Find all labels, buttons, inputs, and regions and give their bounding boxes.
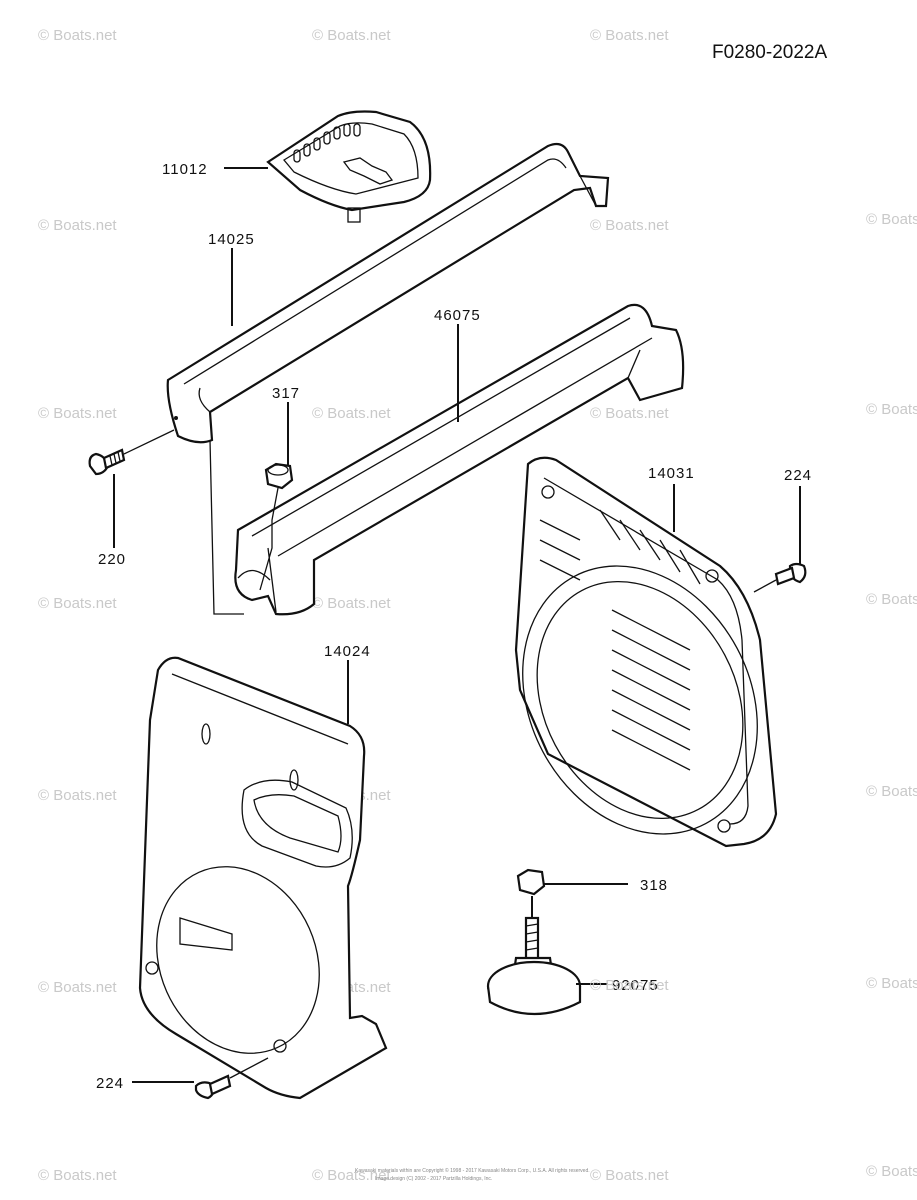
leader-lines [113,167,801,1083]
part-label-14025: 14025 [208,231,255,248]
watermark: © Boats.net [866,401,917,418]
watermark: © Boats.net [312,27,391,44]
watermark: © Boats.net [38,595,117,612]
part-220-bolt [88,448,126,476]
part-label-92075: 92075 [612,977,659,994]
watermark: © Boats.net [38,405,117,422]
part-label-11012: 11012 [162,161,208,178]
watermark: © Boats.net [590,217,669,234]
part-224-screw-lower [194,1074,232,1100]
watermark: © Boats.net [38,27,117,44]
watermark: © Boats.net [38,979,117,996]
part-label-318: 318 [640,877,668,894]
part-label-224-lower: 224 [96,1075,124,1092]
watermark: © Boats.net [866,1163,917,1180]
part-318-nut [516,868,546,896]
watermark-layer: © Boats.net © Boats.net © Boats.net © Bo… [38,27,917,1184]
part-14025-bracket [166,142,610,444]
part-92075-mount [486,916,582,1016]
watermark: © Boats.net [590,27,669,44]
part-14024-cover [138,656,388,1100]
part-label-14024: 14024 [324,643,371,660]
watermark: © Boats.net [866,211,917,228]
part-46075-bracket [234,303,685,616]
part-labels: 11012 14025 46075 317 220 14031 224 1402… [96,161,812,1092]
watermark: © Boats.net [590,977,669,994]
part-317-nut [264,462,294,490]
part-14031-shroud [514,456,778,848]
part-224-screw-upper [774,562,807,586]
watermark: © Boats.net [312,1167,391,1184]
part-11012-plate [266,110,432,223]
part-label-317: 317 [272,385,300,402]
part-label-224-upper: 224 [784,467,812,484]
figure-id: F0280-2022A [712,42,827,63]
watermark: © Boats.net [38,787,117,804]
copyright-line-1: Kawasaki materials within are Copyright … [355,1167,590,1174]
part-label-14031: 14031 [648,465,695,482]
watermark: © Boats.net [38,217,117,234]
copyright-line-2: Image design (C) 2002 - 2017 Partzilla H… [375,1176,492,1182]
part-label-220: 220 [98,551,126,568]
watermark: © Boats.net [312,595,391,612]
watermark: © Boats.net [312,405,391,422]
watermark: © Boats.net [866,975,917,992]
watermark: © Boats.net [38,1167,117,1184]
part-label-46075: 46075 [434,307,481,324]
watermark: © Boats.net [866,783,917,800]
watermark: © Boats.net [590,1167,669,1184]
watermark: © Boats.net [866,591,917,608]
watermark: © Boats.net [590,405,669,422]
